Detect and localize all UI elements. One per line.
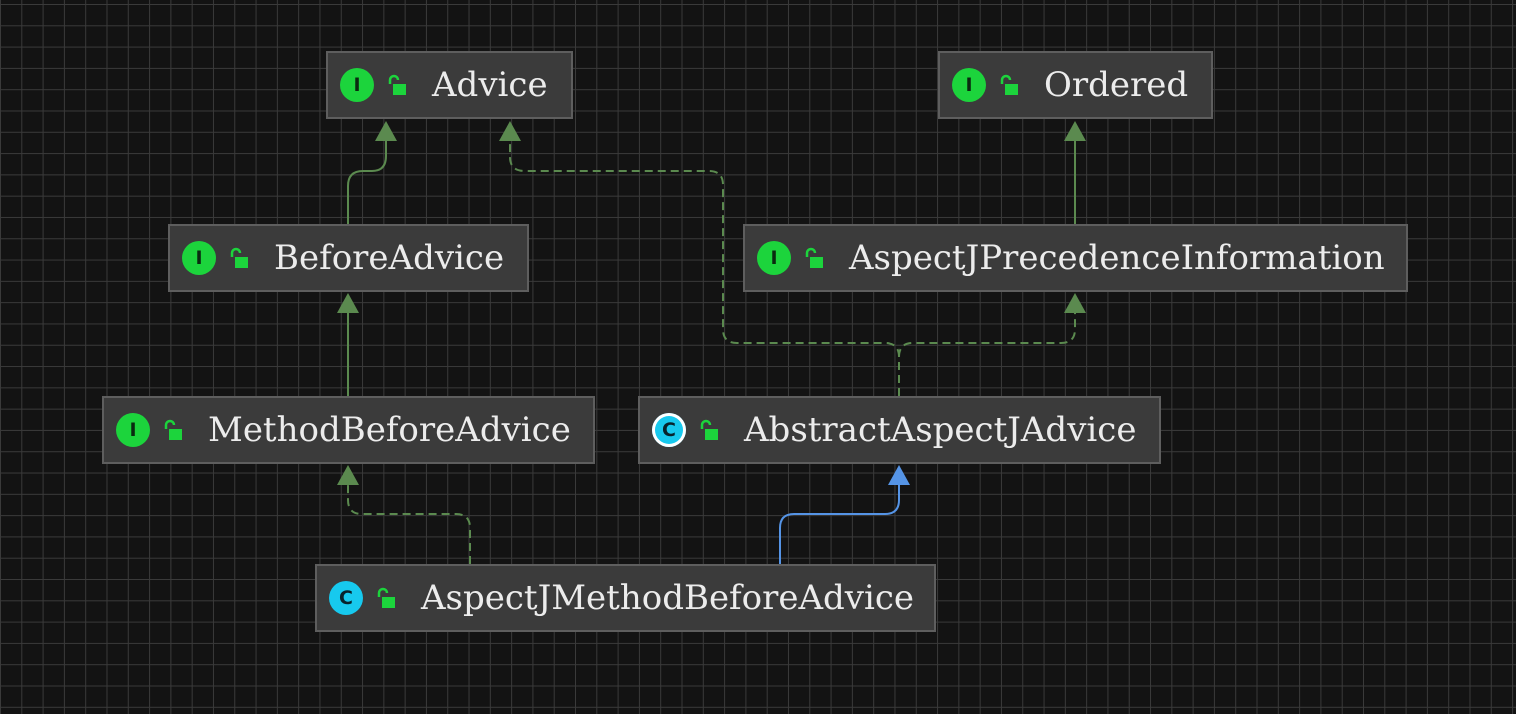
arrowhead-advice-dashed [499,121,521,141]
edge-aspectj-method-to-method-before-advice [347,484,471,564]
arrowhead-advice-solid [375,121,397,141]
arrowhead-method-before-advice [337,465,359,485]
class-icon: C [329,581,363,615]
node-aspectj-method-before-advice[interactable]: C AspectJMethodBeforeAdvice [315,564,936,632]
unlocked-padlock-icon [164,419,182,440]
node-label: BeforeAdvice [274,238,505,278]
unlocked-padlock-icon [377,587,395,608]
interface-icon: I [952,68,986,102]
interface-icon: I [116,413,150,447]
unlocked-padlock-icon [388,74,406,95]
node-label: AspectJMethodBeforeAdvice [421,578,915,618]
node-advice[interactable]: I Advice [326,51,573,119]
interface-icon: I [182,241,216,275]
node-abstract-aspectj-advice[interactable]: C AbstractAspectJAdvice [638,396,1161,464]
node-ordered[interactable]: I Ordered [938,51,1213,119]
node-label: Advice [432,65,548,105]
node-label: Ordered [1044,65,1189,105]
unlocked-padlock-icon [1000,74,1018,95]
node-label: AspectJPrecedenceInformation [849,238,1385,278]
edge-aspectj-method-to-abstract [779,484,900,564]
interface-icon: I [757,241,791,275]
node-before-advice[interactable]: I BeforeAdvice [168,224,529,292]
arrowhead-before-advice [337,293,359,313]
node-label: AbstractAspectJAdvice [744,410,1137,450]
arrowhead-ordered [1064,121,1086,141]
node-method-before-advice[interactable]: I MethodBeforeAdvice [102,396,595,464]
edge-abstract-to-precedence [898,312,1076,396]
edge-abstract-to-advice [509,140,900,396]
arrowhead-precedence [1064,293,1086,313]
node-aspectj-precedence-information[interactable]: I AspectJPrecedenceInformation [743,224,1408,292]
unlocked-padlock-icon [700,419,718,440]
interface-icon: I [340,68,374,102]
edge-before-advice-to-advice [347,140,387,224]
unlocked-padlock-icon [805,247,823,268]
arrowhead-abstract [888,465,910,485]
node-label: MethodBeforeAdvice [208,410,571,450]
abstract-class-icon: C [652,413,686,447]
unlocked-padlock-icon [230,247,248,268]
